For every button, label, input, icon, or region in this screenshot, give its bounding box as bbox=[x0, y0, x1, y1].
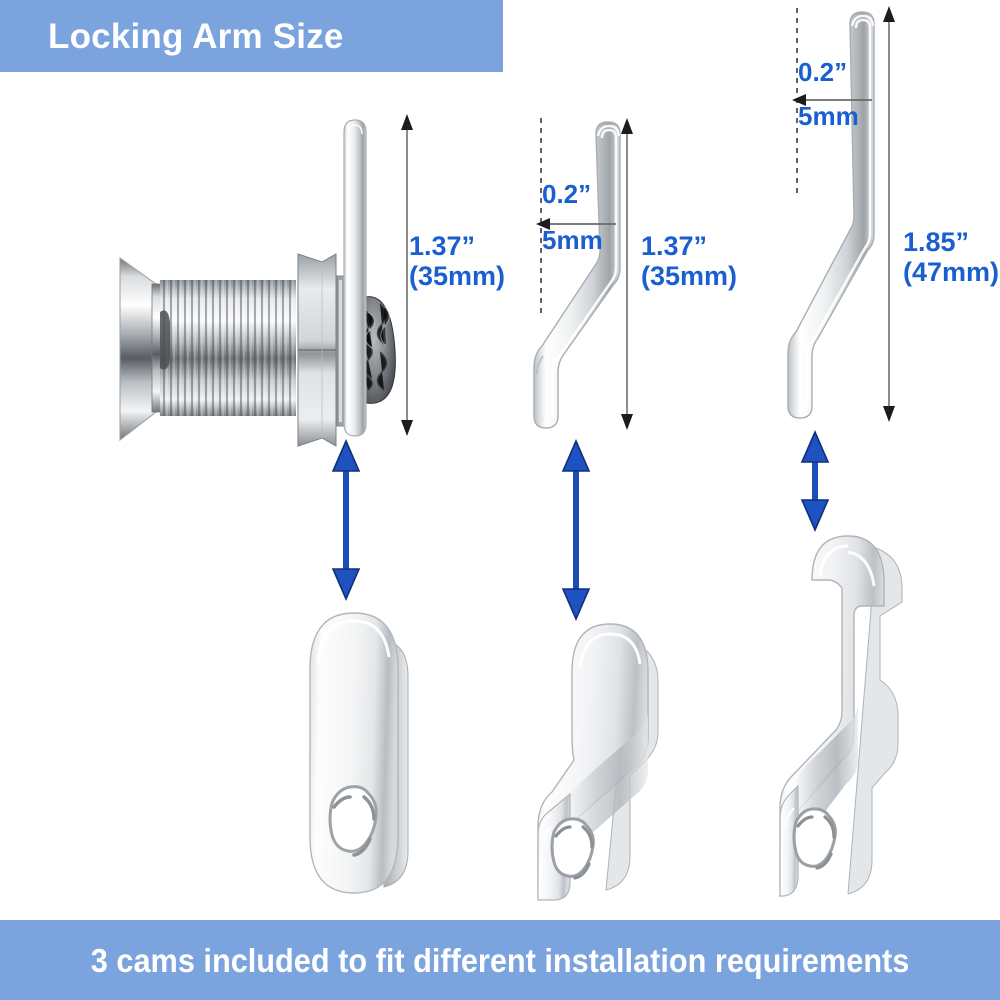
dimension-offset-secondary-35: 5mm bbox=[542, 225, 603, 255]
lock-bezel bbox=[119, 257, 163, 442]
dimension-offset-primary-47: 0.2” bbox=[798, 57, 848, 87]
cam-lock-assembly bbox=[119, 253, 396, 447]
dimension-label-offset-47: 1.85” (47mm) bbox=[903, 227, 999, 287]
locking-arm-offset-47 bbox=[787, 11, 875, 419]
locking-arm-offset-35 bbox=[533, 121, 621, 429]
footer-caption: 3 cams included to fit different install… bbox=[90, 941, 910, 979]
measure-arrow-offset-35-width bbox=[536, 218, 616, 230]
cam-plate-offset-47 bbox=[779, 535, 903, 897]
cam-plate-straight bbox=[309, 612, 409, 894]
dashed-reference-line-47 bbox=[796, 8, 798, 198]
dimension-secondary-offset-35: (35mm) bbox=[641, 261, 738, 292]
dimension-offset-primary-35: 0.2” bbox=[542, 179, 592, 209]
dimension-primary-offset-47: 1.85” bbox=[903, 227, 970, 257]
dimension-label-offset-35-width: 0.2” bbox=[542, 179, 592, 209]
dashed-reference-line-35 bbox=[540, 118, 542, 318]
header-banner: Locking Arm Size bbox=[0, 0, 503, 72]
connector-arrow-offset-47 bbox=[800, 429, 830, 533]
cam-plate-offset-35 bbox=[537, 623, 659, 901]
dimension-secondary-offset-47: (47mm) bbox=[903, 257, 1000, 288]
dimension-primary-offset-35: 1.37” bbox=[641, 231, 708, 261]
lock-threaded-barrel bbox=[160, 280, 296, 416]
dimension-offset-secondary-47: 5mm bbox=[798, 101, 859, 131]
dimension-label-offset-47-width-mm: 5mm bbox=[798, 101, 859, 131]
dimension-secondary-straight: (35mm) bbox=[409, 261, 506, 292]
cam-keyhole-offset-47 bbox=[792, 807, 837, 870]
measure-arrow-straight-length bbox=[401, 114, 413, 436]
dimension-label-offset-35: 1.37” (35mm) bbox=[641, 231, 737, 291]
cam-keyhole-straight bbox=[328, 785, 378, 857]
product-group-straight-cam: 1.37” (35mm) bbox=[0, 0, 520, 900]
measure-arrow-offset-35-length bbox=[621, 118, 633, 430]
product-group-offset-35: 0.2” 5mm 1.37” (35mm) bbox=[520, 0, 770, 901]
dimension-label-straight: 1.37” (35mm) bbox=[409, 231, 505, 291]
cam-keyhole-offset-35 bbox=[550, 817, 595, 880]
page-title: Locking Arm Size bbox=[48, 16, 344, 56]
product-group-offset-47: 0.2” 5mm 1.85” (47mm) bbox=[770, 0, 1000, 900]
measure-arrow-offset-47-width bbox=[792, 94, 872, 106]
dimension-label-offset-35-width-mm: 5mm bbox=[542, 225, 603, 255]
lock-hex-nut bbox=[297, 253, 337, 447]
dimension-primary-straight: 1.37” bbox=[409, 231, 476, 261]
connector-arrow-straight bbox=[331, 438, 361, 602]
measure-arrow-offset-47-length bbox=[883, 6, 895, 422]
locking-arm-straight bbox=[343, 119, 367, 437]
footer-banner: 3 cams included to fit different install… bbox=[0, 920, 1000, 1000]
dimension-label-offset-47-width: 0.2” bbox=[798, 57, 848, 87]
connector-arrow-offset-35 bbox=[561, 438, 591, 622]
